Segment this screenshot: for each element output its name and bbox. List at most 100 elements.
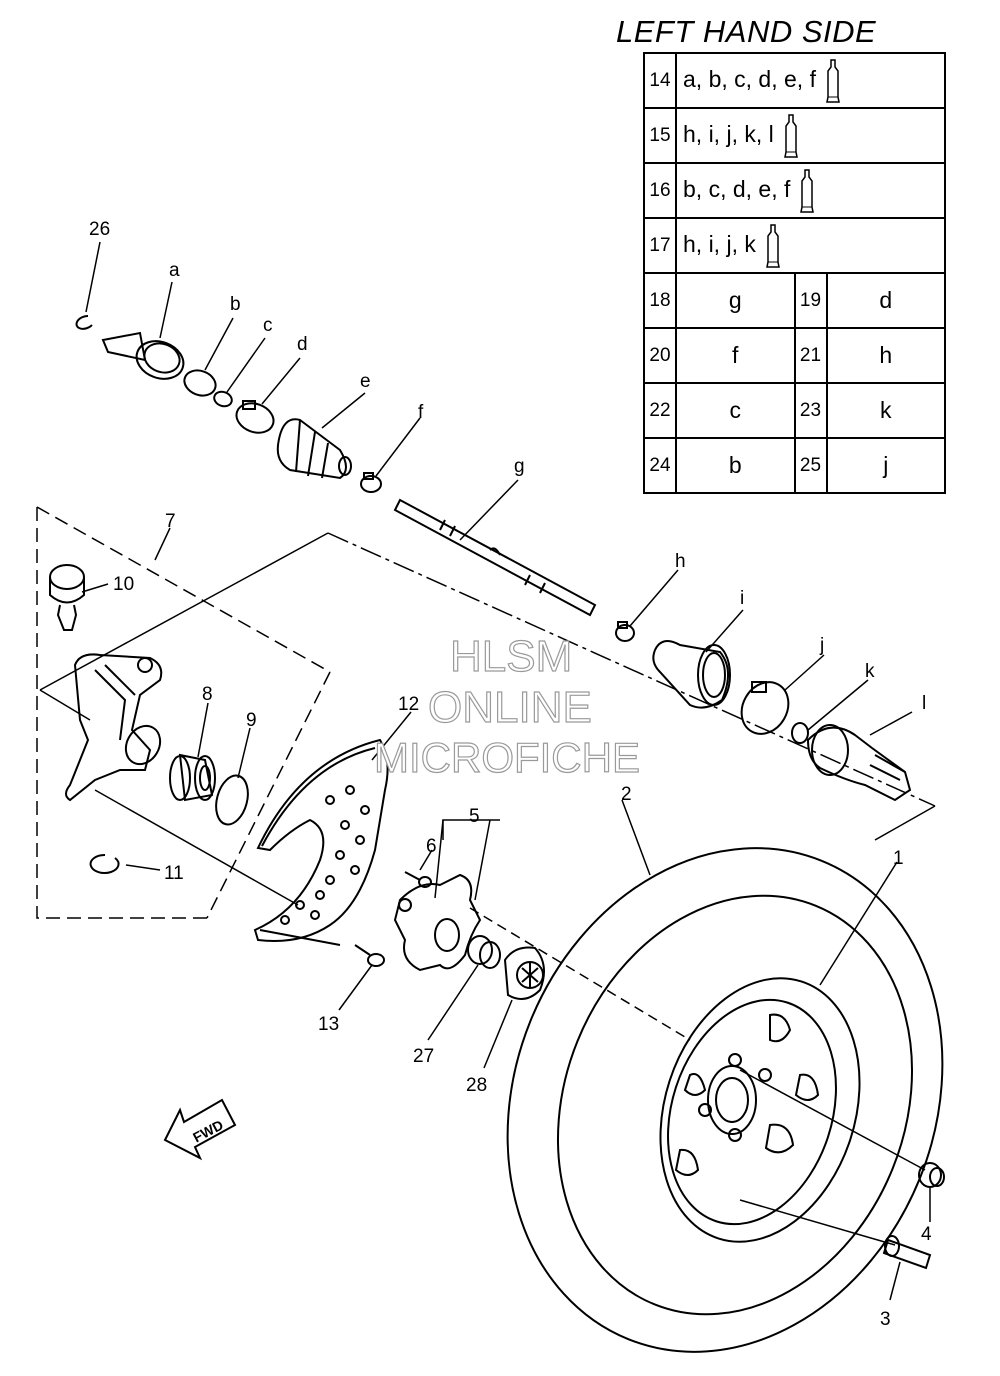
circlip-9: [215, 774, 249, 826]
circlip-26: [75, 314, 93, 330]
callout-k: k: [865, 661, 875, 682]
leader-lines: [81, 241, 931, 1301]
drive-shaft-g: [393, 498, 597, 617]
ref-number: 19: [793, 272, 828, 329]
callout-3: 3: [880, 1309, 891, 1330]
kit-number: 15: [643, 107, 677, 164]
grease-tube-icon: [826, 58, 840, 103]
steering-knuckle: [65, 653, 163, 802]
outer-cv-joint-l: [806, 724, 912, 802]
pair-row-22-23: 22 c 23 k: [643, 382, 946, 439]
callout-26: 26: [89, 219, 110, 240]
grease-tube-icon: [765, 223, 780, 268]
kit-row-17: 17 h, i, j, k: [643, 217, 946, 274]
ref-letter: d: [825, 272, 946, 329]
callout-8: 8: [202, 684, 213, 705]
bolt-13: [354, 944, 385, 967]
band-j: [740, 681, 790, 735]
boot-i: [652, 640, 731, 709]
callout-f: f: [418, 402, 424, 423]
ref-number: 21: [793, 327, 828, 384]
callout-c: c: [263, 315, 273, 336]
knuckle-group-outline: [36, 506, 331, 919]
disc-guard-12: [253, 738, 389, 946]
stud-bolt-3: [882, 1235, 932, 1270]
ref-letter: k: [825, 382, 946, 439]
callout-12: 12: [398, 694, 419, 715]
callout-6: 6: [426, 836, 437, 857]
callout-l: l: [922, 693, 926, 714]
callout-7: 7: [165, 511, 176, 532]
wheel-1: [659, 977, 861, 1243]
grease-tube-icon: [783, 113, 798, 158]
tire-2: [506, 847, 944, 1353]
kit-row-15: 15 h, i, j, k, l: [643, 107, 946, 164]
inner-cv-joint-a: [101, 331, 185, 380]
callout-a: a: [169, 260, 180, 281]
band-h: [615, 621, 635, 642]
ref-number: 22: [643, 382, 677, 439]
pair-row-24-25: 24 b 25 j: [643, 437, 946, 494]
pair-row-20-21: 20 f 21 h: [643, 327, 946, 384]
kit-row-16: 16 b, c, d, e, f: [643, 162, 946, 219]
callout-b: b: [230, 294, 241, 315]
ref-letter: h: [825, 327, 946, 384]
ref-letter: b: [675, 437, 796, 494]
fwd-arrow-icon: [163, 1098, 237, 1161]
ring-b: [183, 369, 217, 397]
callout-i: i: [740, 588, 744, 609]
kit-row-14: 14 a, b, c, d, e, f: [643, 52, 946, 109]
pair-row-18-19: 18 g 19 d: [643, 272, 946, 329]
clip-c: [213, 390, 233, 408]
callout-2: 2: [621, 784, 632, 805]
clip-k: [791, 722, 809, 744]
ref-letter: j: [825, 437, 946, 494]
callout-9: 9: [246, 710, 257, 731]
kit-parts-list: b, c, d, e, f: [683, 175, 791, 202]
boot-band-d: [235, 400, 275, 434]
bolt-6: [404, 871, 432, 888]
callout-5: 5: [469, 806, 480, 827]
hub-5: [393, 873, 482, 972]
kit-number: 16: [643, 162, 677, 219]
band-f: [360, 472, 382, 493]
ref-number: 18: [643, 272, 677, 329]
callout-j: j: [819, 635, 824, 656]
page-title: LEFT HAND SIDE: [616, 14, 877, 49]
callout-e: e: [360, 371, 371, 392]
callout-13: 13: [318, 1014, 339, 1035]
callout-4: 4: [921, 1224, 932, 1245]
ball-joint-10: [49, 564, 85, 631]
fwd-label: FWD: [190, 1116, 226, 1145]
callout-10: 10: [113, 574, 134, 595]
callout-g: g: [514, 456, 525, 477]
kit-parts-list: h, i, j, k, l: [683, 120, 774, 147]
callout-11: 11: [164, 863, 184, 884]
callout-1: 1: [893, 848, 904, 869]
watermark-line-1: HLSM: [449, 631, 573, 681]
callout-28: 28: [466, 1075, 487, 1096]
callout-d: d: [297, 334, 308, 355]
kit-legend-table: 14 a, b, c, d, e, f 15 h, i, j, k, l 16 …: [643, 52, 946, 494]
watermark-line-3: MICROFICHE: [373, 733, 640, 781]
circlip-11: [89, 853, 120, 874]
kit-number: 17: [643, 217, 677, 274]
watermark-line-2: ONLINE: [427, 682, 592, 732]
kit-parts-list: h, i, j, k: [683, 230, 756, 257]
ref-number: 20: [643, 327, 677, 384]
spacer-27: [467, 935, 501, 969]
ref-letter: g: [675, 272, 796, 329]
nut-4: [918, 1162, 945, 1188]
boot-e: [276, 418, 352, 480]
assembly-axis-lines: [39, 532, 936, 1246]
ref-number: 24: [643, 437, 677, 494]
hub-cap-28: [503, 946, 545, 1000]
bearing-8: [169, 753, 216, 802]
callout-labels: 26 a b c d e f g h i j k l 7 10 8 9 12 2…: [89, 219, 932, 1330]
callout-27: 27: [413, 1046, 434, 1067]
ref-number: 23: [793, 382, 828, 439]
ref-letter: f: [675, 327, 796, 384]
ref-letter: c: [675, 382, 796, 439]
